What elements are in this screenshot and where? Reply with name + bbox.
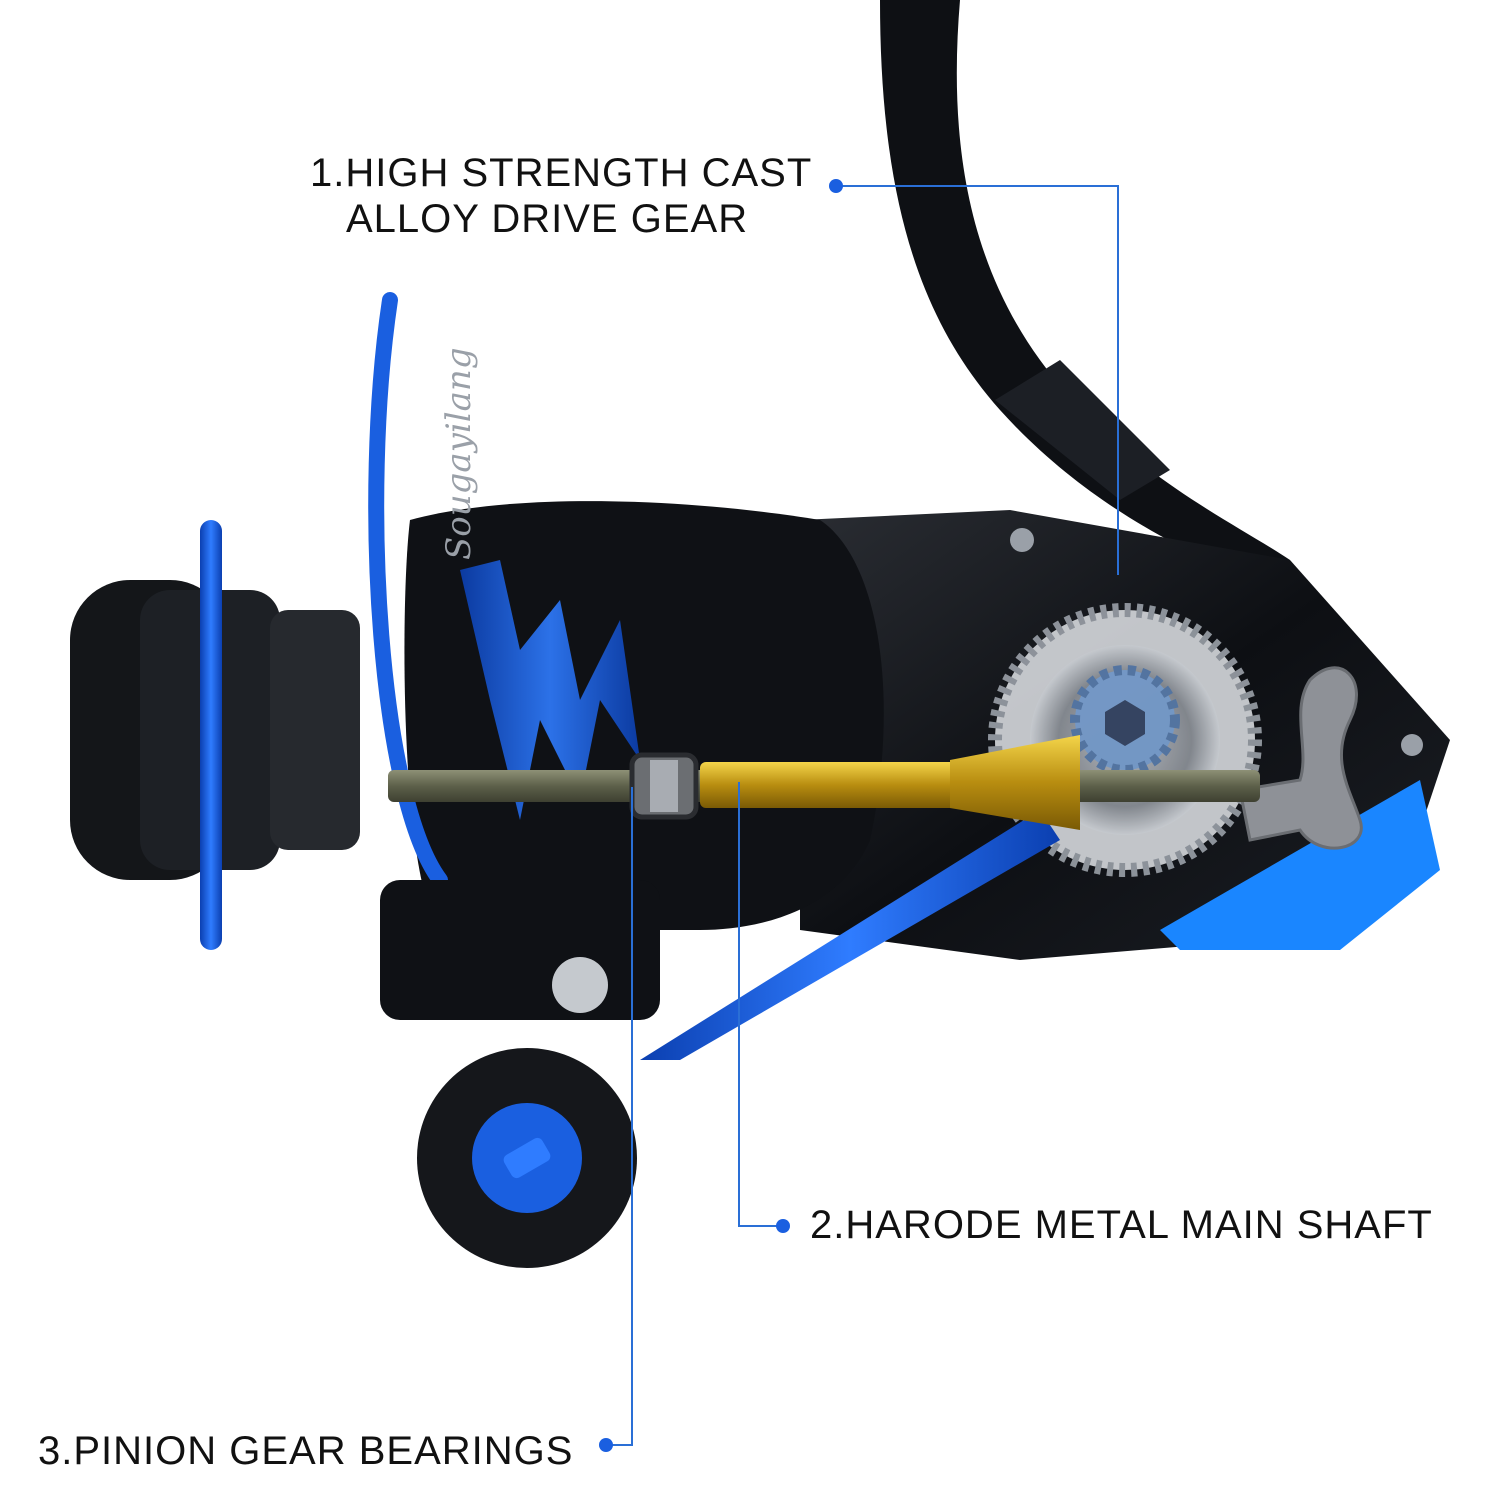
leader-dots [599, 179, 843, 1452]
leader-lines [606, 185, 1119, 1446]
main-shaft [388, 735, 1260, 830]
leader-line-2 [738, 782, 783, 1227]
screw-icon [552, 957, 608, 1013]
leader-dot-3 [599, 1438, 613, 1452]
callout-main-shaft: 2.HARODE METAL MAIN SHAFT [810, 1202, 1433, 1248]
callout-2-line-1: 2.HARODE METAL MAIN SHAFT [810, 1203, 1433, 1247]
callout-3-line-1: 3.PINION GEAR BEARINGS [38, 1429, 574, 1473]
brand-mark: Sougayilang [439, 347, 479, 560]
reel-handle [380, 810, 1060, 1268]
screw-icon [1010, 528, 1034, 552]
rotor: Sougayilang [404, 347, 884, 930]
leader-dot-1 [829, 179, 843, 193]
reel-stem [880, 0, 1290, 590]
leader-line-3 [606, 787, 633, 1446]
callout-pinion-bearings: 3.PINION GEAR BEARINGS [38, 1428, 573, 1474]
leader-dot-2 [776, 1219, 790, 1233]
leader-line-1 [836, 185, 1119, 575]
pinion-bearing [629, 752, 699, 820]
spool [70, 520, 360, 950]
callout-drive-gear: 1.HIGH STRENGTH CAST ALLOY DRIVE GEAR [310, 150, 812, 242]
callout-1-line-1: 1.HIGH STRENGTH CAST [310, 151, 813, 195]
callout-1-line-2: ALLOY DRIVE GEAR [346, 197, 749, 241]
oscillation-lever [1238, 666, 1363, 850]
screw-icon [1401, 734, 1423, 756]
bail-wire [368, 292, 448, 888]
